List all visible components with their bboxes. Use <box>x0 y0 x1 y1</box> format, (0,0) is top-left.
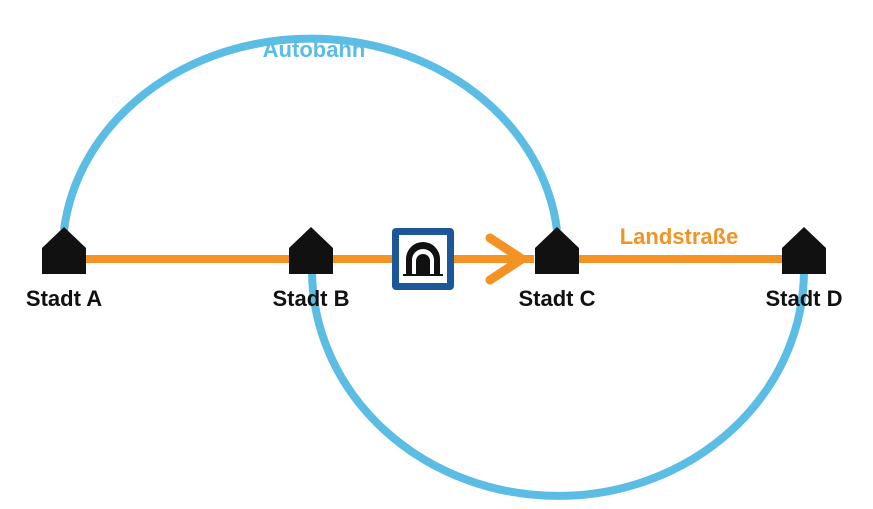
tunnel-icon <box>392 228 454 290</box>
city-a-label: Stadt A <box>26 286 102 311</box>
city-b-house-icon <box>289 227 333 274</box>
city-c-house-icon <box>535 227 579 274</box>
city-c-label: Stadt C <box>519 286 596 311</box>
autobahn-arc-lower <box>308 269 808 500</box>
city-d-house-icon <box>782 227 826 274</box>
autobahn-arc-upper <box>60 34 561 231</box>
landstrasse-label: Landstraße <box>620 224 739 249</box>
direction-arrow-icon <box>485 233 527 285</box>
city-a-house-icon <box>42 227 86 274</box>
autobahn-label: Autobahn <box>263 37 366 62</box>
city-d-label: Stadt D <box>766 286 843 311</box>
city-b-label: Stadt B <box>273 286 350 311</box>
